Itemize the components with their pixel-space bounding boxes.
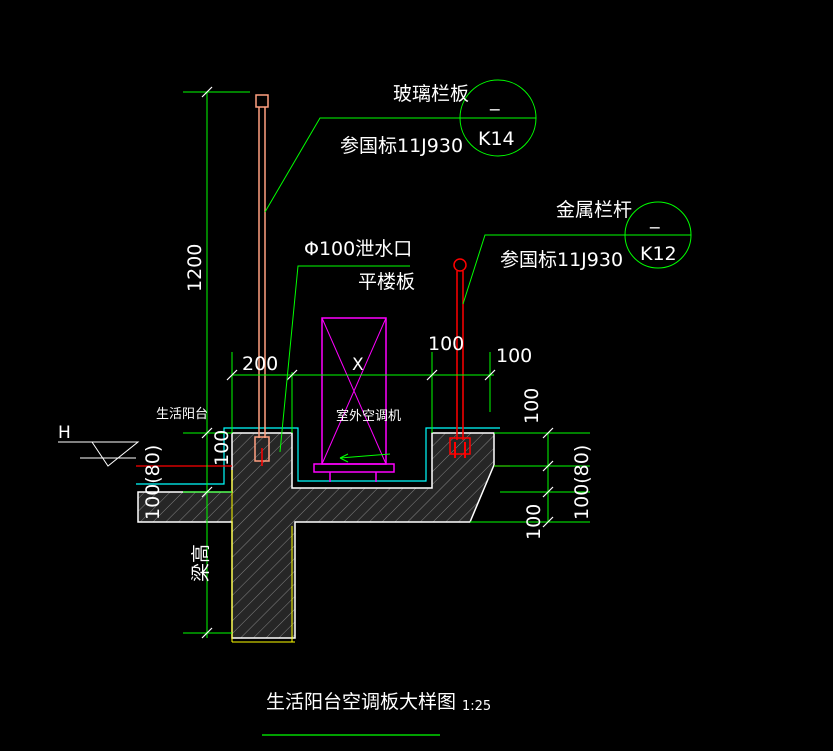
level-triangle-icon xyxy=(58,441,140,467)
dim-right-outer-100: 100 xyxy=(496,345,532,367)
dim-right-bottom: 100 xyxy=(523,504,545,540)
inner-finish-line xyxy=(231,470,293,642)
balcony-label: 生活阳台 xyxy=(156,407,208,422)
beam-height-label: 梁高 xyxy=(190,544,212,582)
glass-railing-callout: 玻璃栏板 参国标11J930 _ K14 xyxy=(264,79,537,213)
level-label: H xyxy=(58,423,71,443)
ac-unit-label: 室外空调机 xyxy=(336,408,401,424)
dimension-railing-height: 1200 100 100(80) 梁高 xyxy=(142,86,250,639)
floor-slab-label: 平楼板 xyxy=(358,271,415,293)
dim-200: 200 xyxy=(242,353,278,375)
dim-right-curb: 100 xyxy=(521,388,543,424)
waterproof-line xyxy=(136,427,500,485)
dim-left-curb: 100 xyxy=(211,430,233,466)
glass-railing-label: 玻璃栏板 xyxy=(393,83,469,105)
dim-1200: 1200 xyxy=(184,244,206,292)
drawing-title: 生活阳台空调板大样图 1:25 xyxy=(262,691,491,736)
ac-unit: X 室外空调机 xyxy=(313,317,401,482)
metal-railing-index-bottom: K12 xyxy=(640,243,677,265)
metal-railing xyxy=(449,258,471,458)
ac-leader-arrow-icon xyxy=(339,453,391,463)
glass-railing xyxy=(254,94,270,466)
dimension-top-chain: 200 100 100 xyxy=(226,333,532,433)
drain-label: Φ100泄水口 xyxy=(304,238,412,260)
concrete-structure xyxy=(136,427,500,643)
metal-railing-label: 金属栏杆 xyxy=(556,199,632,221)
drain-callout: Φ100泄水口 平楼板 xyxy=(279,238,415,453)
dim-right-100: 100 xyxy=(428,333,464,355)
metal-railing-index-top: _ xyxy=(649,207,660,229)
metal-railing-callout: 金属栏杆 参国标11J930 _ K12 xyxy=(462,199,692,305)
glass-railing-ref: 参国标11J930 xyxy=(340,135,463,157)
dim-left-slab: 100(80) xyxy=(142,445,164,520)
scale: 1:25 xyxy=(462,699,491,714)
level-marker: H xyxy=(58,423,140,467)
dim-right-slab: 100(80) xyxy=(571,445,593,520)
dimension-right-chain: 100 100(80) 100 xyxy=(470,388,593,540)
glass-railing-index-bottom: K14 xyxy=(478,128,515,150)
ac-x-label: X xyxy=(352,355,364,375)
glass-railing-index-top: _ xyxy=(489,89,500,111)
metal-railing-ref: 参国标11J930 xyxy=(500,249,623,271)
title: 生活阳台空调板大样图 xyxy=(266,691,456,713)
